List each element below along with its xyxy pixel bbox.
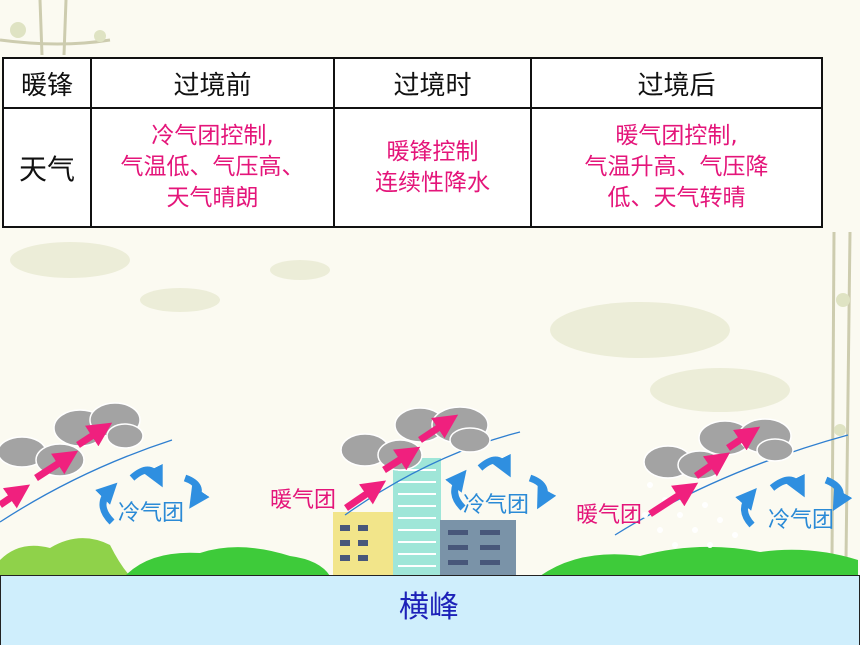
cell-line: 暖气团控制, xyxy=(615,123,738,149)
table-row-weather: 天气 冷气团控制, 气温低、气压高、 天气晴朗 暖锋控制 连续性降水 暖气团控制… xyxy=(2,107,823,228)
warm-air-arrows xyxy=(0,414,761,517)
cold-arrow-icon xyxy=(769,473,805,498)
cold-arrow-icon xyxy=(129,463,163,488)
cold-arrow-icon xyxy=(735,488,757,528)
cloud-scene-2 xyxy=(340,406,491,471)
header-warm-front: 暖锋 xyxy=(2,57,92,109)
warm-arrow-icon xyxy=(694,452,731,479)
warm-arrow-icon xyxy=(418,414,459,443)
header-during-passing: 过境时 xyxy=(333,57,532,109)
cloud-scene-1 xyxy=(0,402,144,477)
front-line-3 xyxy=(614,434,849,536)
cell-during-passing: 暖锋控制 连续性降水 xyxy=(333,107,532,228)
cell-line: 气温低、气压高、 xyxy=(120,154,305,180)
clouds xyxy=(0,402,794,480)
warm-arrow-icon xyxy=(382,446,421,473)
warm-arrow-icon xyxy=(0,484,31,509)
cold-arrow-icon xyxy=(477,453,511,478)
cold-air-mass-label-3: 冷气团 xyxy=(768,508,835,533)
cold-arrow-icon xyxy=(824,476,853,512)
cold-arrow-icon xyxy=(95,482,118,525)
cloud-scene-3 xyxy=(643,418,794,480)
header-before-passing: 过境前 xyxy=(90,57,335,109)
cell-line: 天气晴朗 xyxy=(166,185,259,211)
cell-line: 冷气团控制, xyxy=(151,123,274,149)
header-after-passing: 过境后 xyxy=(530,57,823,109)
warm-arrow-icon xyxy=(648,482,699,517)
warm-air-mass-label-2: 暖气团 xyxy=(270,488,337,513)
row-label-weather: 天气 xyxy=(2,107,92,228)
hills xyxy=(0,538,858,576)
cold-air-arrows xyxy=(95,453,853,528)
warm-arrow-icon xyxy=(344,480,387,511)
hill-left xyxy=(0,538,130,576)
table-header-row: 暖锋 过境前 过境时 过境后 xyxy=(2,57,823,109)
cell-line: 暖锋控制 xyxy=(386,138,479,165)
cell-line: 低、天气转晴 xyxy=(607,185,746,211)
hill-middle xyxy=(125,547,330,576)
warm-arrow-icon xyxy=(76,422,113,448)
warm-air-mass-label-3: 暖气团 xyxy=(576,503,643,528)
ground-label: 横峰 xyxy=(399,590,459,625)
cold-arrow-icon xyxy=(445,469,467,511)
buildings xyxy=(333,458,516,576)
front-line-1 xyxy=(0,439,173,523)
cell-before-passing: 冷气团控制, 气温低、气压高、 天气晴朗 xyxy=(90,107,335,228)
warm-arrow-icon xyxy=(34,450,79,481)
cold-air-mass-label-2: 冷气团 xyxy=(463,493,530,518)
warm-arrow-icon xyxy=(726,426,761,451)
warm-front-weather-table: 暖锋 过境前 过境时 过境后 天气 冷气团控制, 气温低、气压高、 天气晴朗 暖… xyxy=(2,57,823,228)
cell-line: 连续性降水 xyxy=(375,169,490,196)
cold-arrow-icon xyxy=(528,474,557,510)
cell-line: 气温升高、气压降 xyxy=(584,154,769,180)
cell-after-passing: 暖气团控制, 气温升高、气压降 低、天气转晴 xyxy=(530,107,823,228)
hill-right xyxy=(540,546,858,576)
cold-air-mass-label-1: 冷气团 xyxy=(118,501,185,526)
cold-arrow-icon xyxy=(183,474,210,509)
